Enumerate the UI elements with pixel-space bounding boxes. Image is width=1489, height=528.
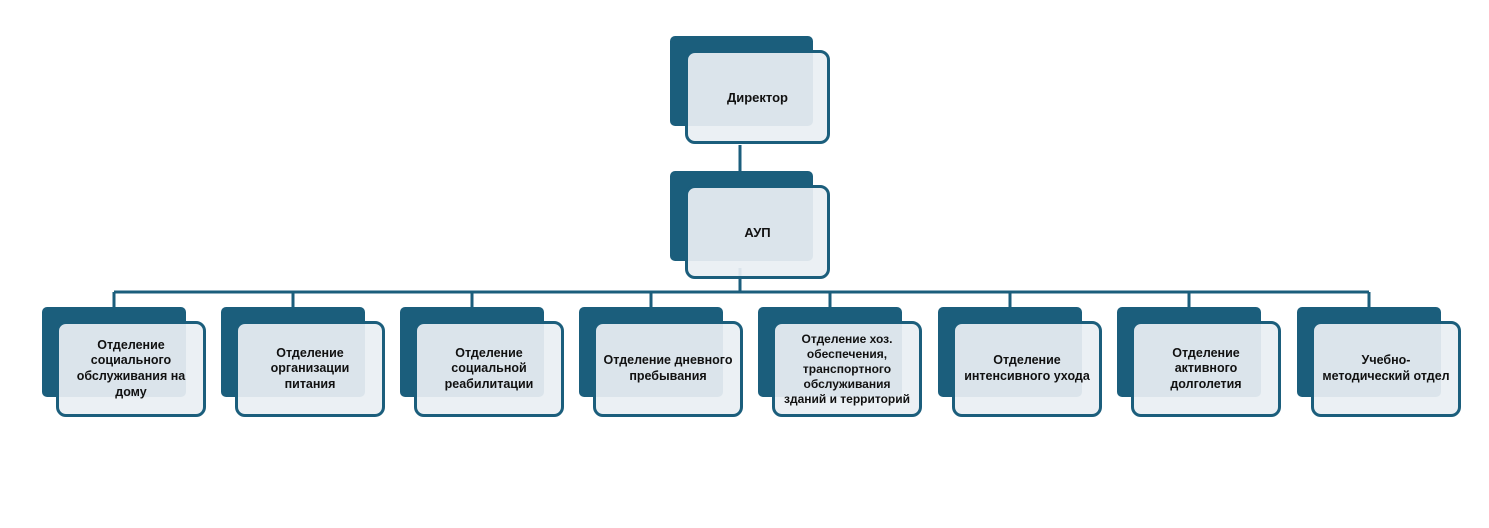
department-label: Отделение дневного пребывания — [603, 353, 733, 383]
department-node-box: Отделение дневного пребывания — [593, 321, 743, 417]
department-node-3: Отделение социальной реабилитации — [400, 307, 564, 417]
department-node-box: Отделение социальной реабилитации — [414, 321, 564, 417]
department-node-6: Отделение интенсивного ухода — [938, 307, 1102, 417]
department-label: Учебно-методический отдел — [1322, 353, 1450, 383]
department-node-4: Отделение дневного пребывания — [579, 307, 743, 417]
department-node-box: Отделение организации питания — [235, 321, 385, 417]
department-label: Отделение социальной реабилитации — [444, 345, 534, 391]
department-node-8: Учебно-методический отдел — [1297, 307, 1461, 417]
department-node-box: Отделение социального обслуживания на до… — [56, 321, 206, 417]
department-node-box: Отделение активного долголетия — [1131, 321, 1281, 417]
department-label: Отделение активного долголетия — [1170, 345, 1242, 391]
aup-node: АУП — [670, 171, 830, 281]
director-node-box: Директор — [685, 50, 830, 144]
director-label: Директор — [726, 89, 788, 105]
department-label: Отделение организации питания — [270, 345, 350, 391]
department-node-box: Учебно-методический отдел — [1311, 321, 1461, 417]
director-node: Директор — [670, 36, 830, 146]
department-node-1: Отделение социального обслуживания на до… — [42, 307, 206, 417]
department-node-7: Отделение активного долголетия — [1117, 307, 1281, 417]
department-label: Отделение интенсивного ухода — [964, 353, 1090, 383]
department-node-box: Отделение хоз. обеспечения, транспортног… — [772, 321, 922, 417]
department-node-2: Отделение организации питания — [221, 307, 385, 417]
aup-node-box: АУП — [685, 185, 830, 279]
department-label: Отделение социального обслуживания на до… — [76, 337, 186, 399]
department-node-5: Отделение хоз. обеспечения, транспортног… — [758, 307, 922, 417]
department-label: Отделение хоз. обеспечения, транспортног… — [783, 331, 911, 406]
department-node-box: Отделение интенсивного ухода — [952, 321, 1102, 417]
aup-label: АУП — [744, 224, 771, 240]
